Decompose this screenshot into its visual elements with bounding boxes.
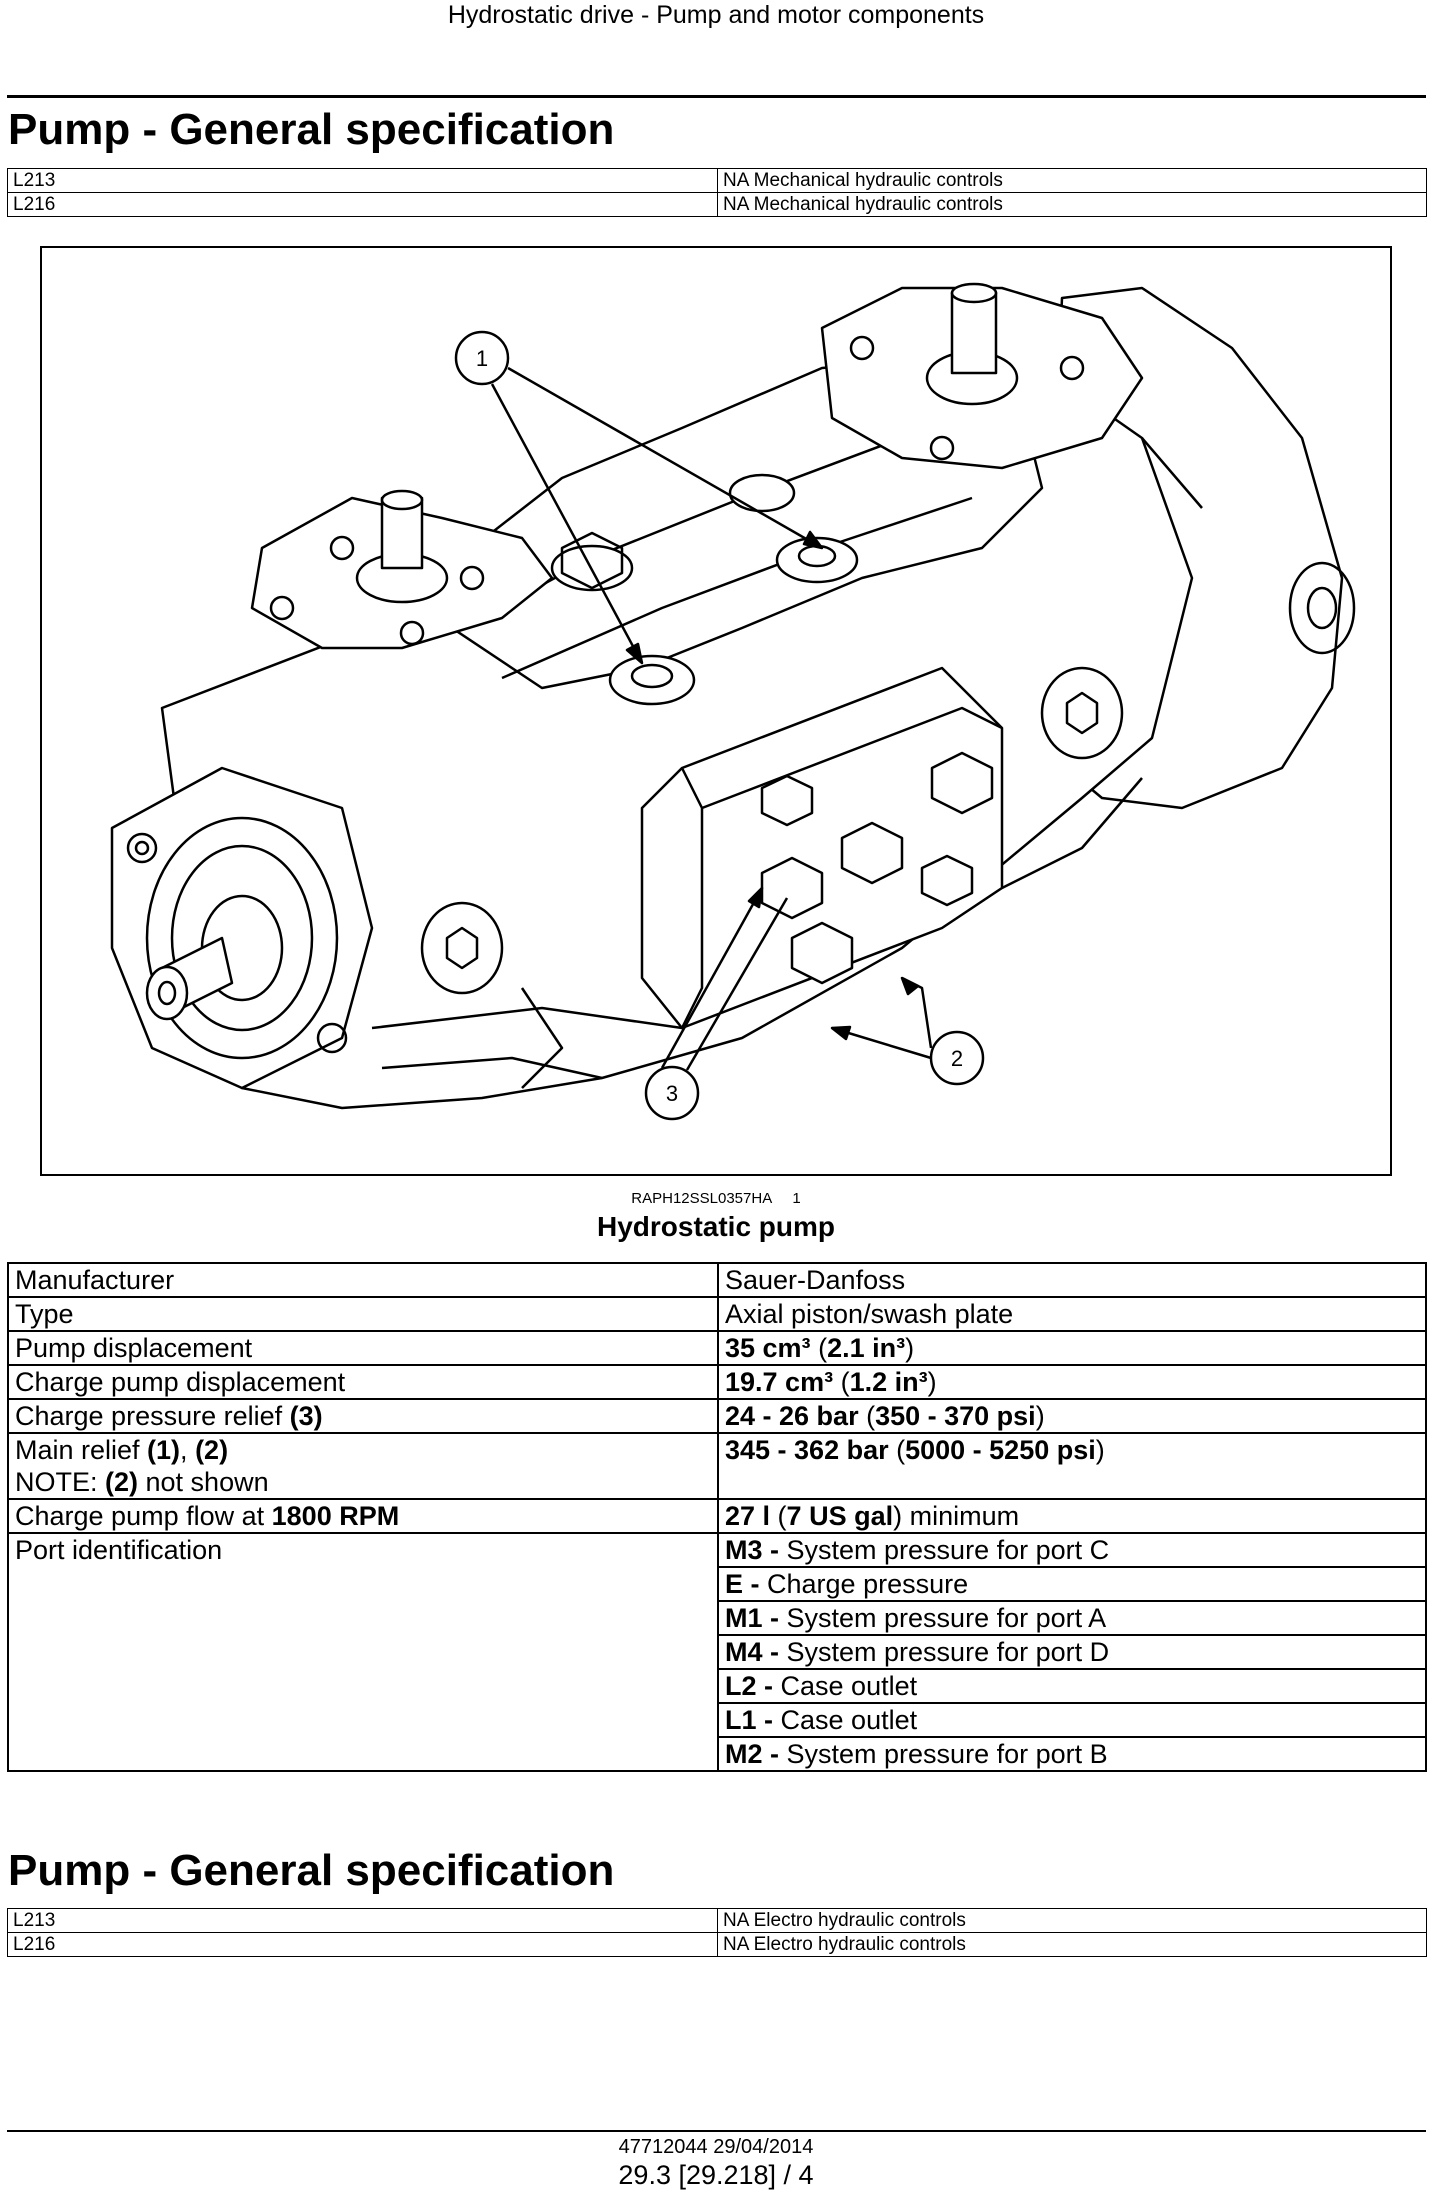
applicability-table: L213 NA Mechanical hydraulic controls L2… [7, 168, 1427, 217]
applicability-table: L213 NA Electro hydraulic controls L216 … [7, 1908, 1427, 1957]
port-value: M3 - System pressure for port C [718, 1532, 1427, 1567]
spec-label: Manufacturer [7, 1262, 719, 1297]
config-cell: NA Mechanical hydraulic controls [717, 192, 1427, 217]
table-row: Main relief (1), (2)NOTE: (2) not shown … [7, 1432, 1427, 1499]
port-value: L2 - Case outlet [718, 1668, 1427, 1703]
callout-3-label: 3 [666, 1081, 678, 1106]
spec-value: Sauer-Danfoss [718, 1262, 1427, 1297]
table-row: E - Charge pressure [8, 1566, 1427, 1601]
table-row: Charge pump displacement 19.7 cm³ (1.2 i… [7, 1364, 1427, 1399]
table-row: Type Axial piston/swash plate [7, 1296, 1427, 1331]
spec-value: 27 l (7 US gal) minimum [718, 1498, 1427, 1533]
page-header: Hydrostatic drive - Pump and motor compo… [447, 1, 985, 29]
spec-value: 35 cm³ (2.1 in³) [718, 1330, 1427, 1365]
table-row: L216 NA Mechanical hydraulic controls [7, 192, 1427, 217]
table-row: Port identification M3 - System pressure… [7, 1532, 1427, 1772]
spec-value: 24 - 26 bar (350 - 370 psi) [718, 1398, 1427, 1433]
footer-doc-code: 47712044 29/04/2014 [618, 2136, 814, 2158]
spec-label: Type [7, 1296, 719, 1331]
table-row: L2 - Case outlet [8, 1668, 1427, 1703]
table-row: M2 - System pressure for port B [8, 1736, 1427, 1772]
spec-value: Axial piston/swash plate [718, 1296, 1427, 1331]
table-row: L1 - Case outlet [8, 1702, 1427, 1737]
figure-number: 1 [792, 1190, 801, 1207]
table-row: L213 NA Mechanical hydraulic controls [7, 168, 1427, 193]
model-cell: L216 [7, 1932, 718, 1957]
callout-2-label: 2 [951, 1046, 963, 1071]
port-value: M1 - System pressure for port A [718, 1600, 1427, 1635]
port-value: L1 - Case outlet [718, 1702, 1427, 1737]
table-row: M4 - System pressure for port D [8, 1634, 1427, 1669]
spec-value: 19.7 cm³ (1.2 in³) [718, 1364, 1427, 1399]
spec-label: Charge pump flow at 1800 RPM [7, 1498, 719, 1533]
footer-page-number: 29.3 [29.218] / 4 [618, 2160, 814, 2190]
section-title: Pump - General specification [8, 105, 615, 154]
table-row: Charge pressure relief (3) 24 - 26 bar (… [7, 1398, 1427, 1433]
figure-code: RAPH12SSL0357HA 1 [0, 1190, 1432, 1207]
table-row: L213 NA Electro hydraulic controls [7, 1908, 1427, 1933]
spec-label: Main relief (1), (2)NOTE: (2) not shown [7, 1432, 719, 1499]
callout-1-label: 1 [476, 346, 488, 371]
config-cell: NA Mechanical hydraulic controls [717, 168, 1427, 193]
table-row: Pump displacement 35 cm³ (2.1 in³) [7, 1330, 1427, 1365]
model-cell: L213 [7, 1908, 718, 1933]
port-value: M4 - System pressure for port D [718, 1634, 1427, 1669]
figure-caption: Hydrostatic pump [596, 1211, 836, 1242]
spec-label: Charge pressure relief (3) [7, 1398, 719, 1433]
pump-illustration: 1 2 3 [40, 246, 1392, 1176]
header-rule [7, 95, 1426, 98]
spec-label: Pump displacement [7, 1330, 719, 1365]
port-value: E - Charge pressure [718, 1566, 1427, 1601]
section-title: Pump - General specification [8, 1846, 615, 1895]
model-cell: L213 [7, 168, 718, 193]
spec-label: Port identification [7, 1532, 719, 1772]
model-cell: L216 [7, 192, 718, 217]
config-cell: NA Electro hydraulic controls [717, 1908, 1427, 1933]
table-row: Manufacturer Sauer-Danfoss [7, 1262, 1427, 1297]
footer-rule [7, 2130, 1426, 2132]
table-row: L216 NA Electro hydraulic controls [7, 1932, 1427, 1957]
spec-value: 345 - 362 bar (5000 - 5250 psi) [718, 1432, 1427, 1499]
spec-label: Charge pump displacement [7, 1364, 719, 1399]
figure-id: RAPH12SSL0357HA [631, 1190, 773, 1207]
table-row: Charge pump flow at 1800 RPM 27 l (7 US … [7, 1498, 1427, 1533]
spec-table: Manufacturer Sauer-Danfoss Type Axial pi… [7, 1262, 1427, 1772]
config-cell: NA Electro hydraulic controls [717, 1932, 1427, 1957]
table-row: M1 - System pressure for port A [8, 1600, 1427, 1635]
port-value: M2 - System pressure for port B [718, 1736, 1427, 1772]
